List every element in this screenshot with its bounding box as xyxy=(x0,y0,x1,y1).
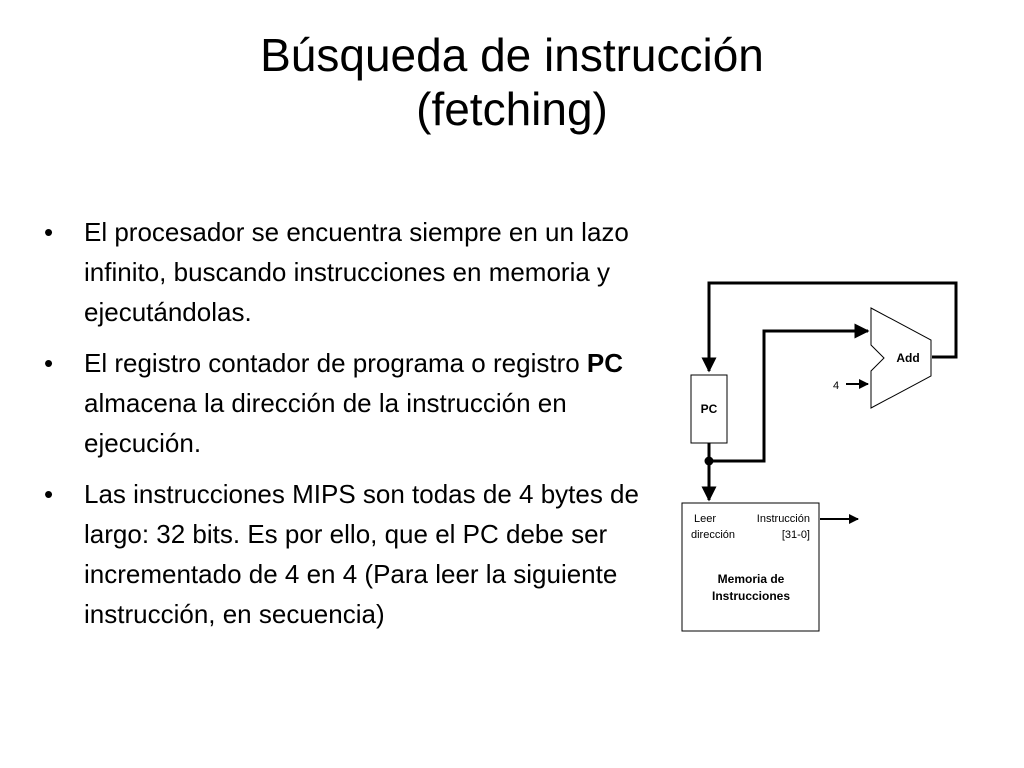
adder-unit xyxy=(870,307,932,409)
bullet-marker: • xyxy=(44,348,54,378)
adder-to-pc-wire xyxy=(701,281,958,373)
bullet-text: El procesador se encuentra siempre en un… xyxy=(84,217,629,327)
bullet-text-before: El registro contador de programa o regis… xyxy=(84,348,587,378)
pc-to-adder-wire xyxy=(709,323,870,463)
bullet-text-after: almacena la dirección de la instrucción … xyxy=(84,388,567,458)
bullet-text: Las instrucciones MIPS son todas de 4 by… xyxy=(84,479,639,629)
instruction-memory xyxy=(681,502,820,632)
mem-name-label-2: Instrucciones xyxy=(712,589,790,603)
bullet-item-1: • El procesador se encuentra siempre en … xyxy=(40,212,660,332)
mem-instruction-label-2: [31-0] xyxy=(782,529,810,541)
bullet-list: • El procesador se encuentra siempre en … xyxy=(40,212,660,645)
mem-name-label-1: Memoria de xyxy=(718,572,785,586)
constant-four-label: 4 xyxy=(833,380,839,392)
bullet-item-3: • Las instrucciones MIPS son todas de 4 … xyxy=(40,474,660,634)
mem-instruction-label-1: Instrucción xyxy=(757,513,810,525)
slide-title-line-2: (fetching) xyxy=(416,83,608,135)
slide-title-line-1: Búsqueda de instrucción xyxy=(260,29,764,81)
slide-title: Búsqueda de instrucción (fetching) xyxy=(0,28,1024,136)
pc-register-label: PC xyxy=(701,402,718,416)
bullet-marker: • xyxy=(44,217,54,247)
bullet-item-2: • El registro contador de programa o reg… xyxy=(40,343,660,463)
adder-label: Add xyxy=(896,351,919,365)
mem-read-address-label-2: dirección xyxy=(691,529,735,541)
bullet-marker: • xyxy=(44,479,54,509)
pc-register xyxy=(690,374,728,444)
mem-read-address-label-1: Leer xyxy=(694,513,716,525)
bullet-text-bold: PC xyxy=(586,348,624,378)
junction-dot xyxy=(704,456,714,466)
